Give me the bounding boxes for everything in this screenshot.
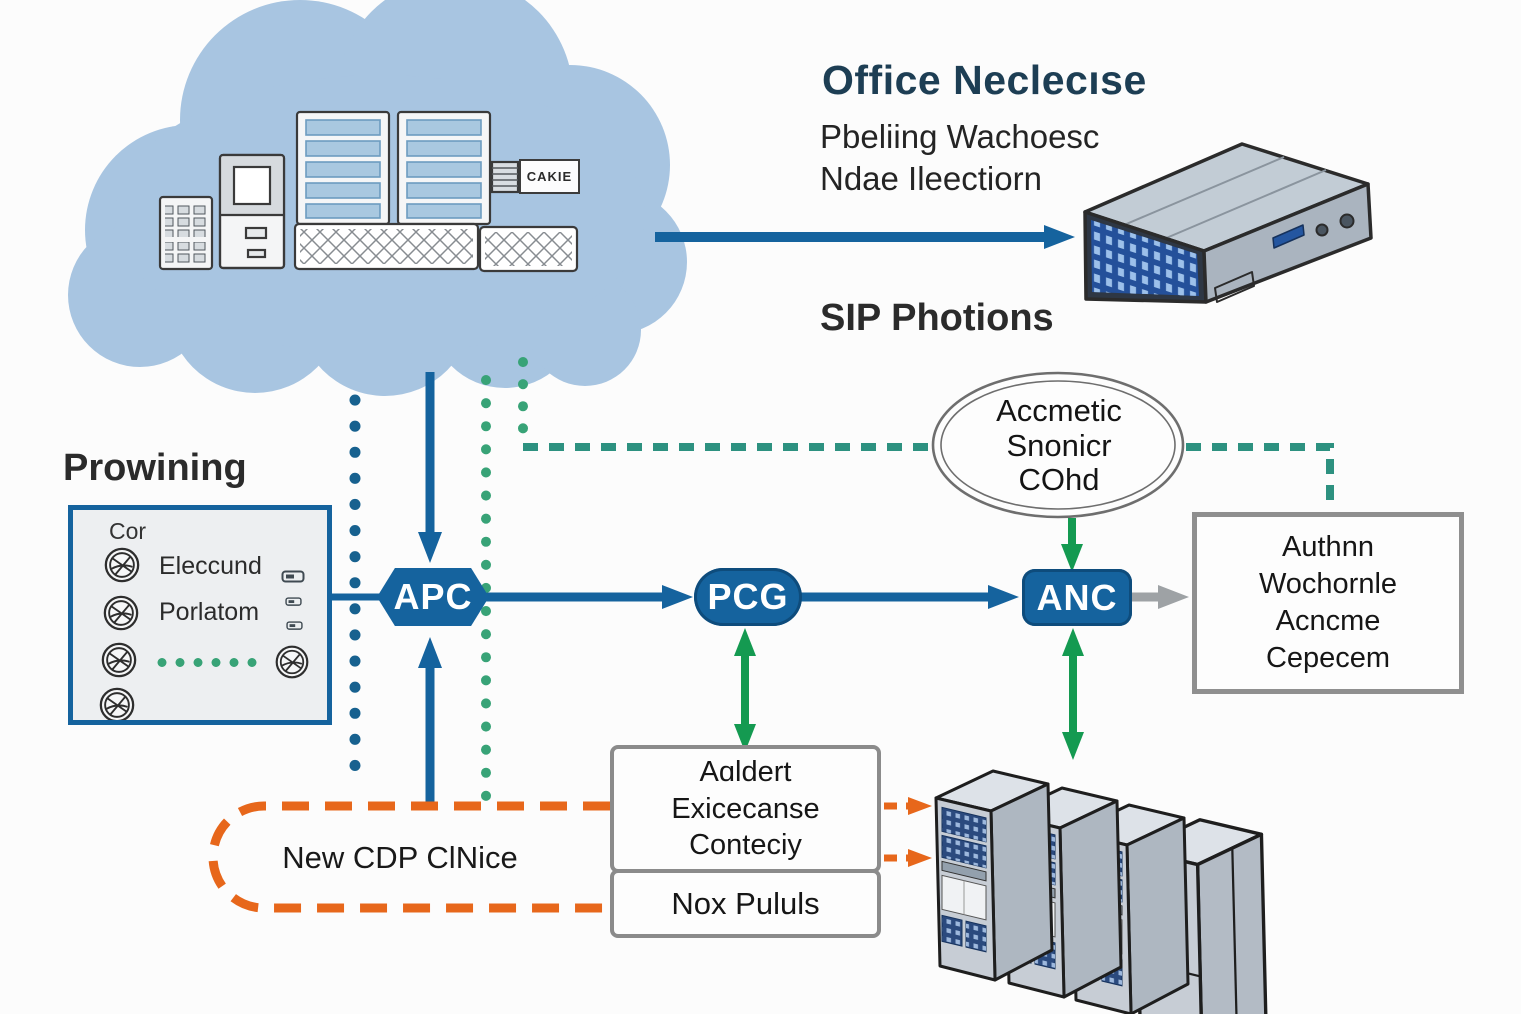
globe-icon bbox=[275, 645, 309, 679]
chip-icon bbox=[285, 597, 302, 606]
ellipse-label: Accmetic Snonicr COhd bbox=[935, 376, 1183, 516]
cloud-devices bbox=[158, 110, 579, 273]
server-towers-illustration bbox=[934, 769, 1268, 1014]
provisioning-title: Prowining bbox=[63, 447, 247, 489]
auth-box-line3: Acncme bbox=[1275, 605, 1381, 637]
network-switch-illustration bbox=[1083, 142, 1373, 304]
connector-lines bbox=[208, 225, 1334, 913]
auth-box-line1: Authnn bbox=[1282, 530, 1374, 563]
auth-box: Authnn Wochornle Acncme Cepecem bbox=[1192, 512, 1464, 694]
globe-icon bbox=[104, 547, 140, 583]
globe-icon bbox=[103, 595, 139, 631]
ellipse-label-line1: Accmetic bbox=[996, 392, 1122, 428]
provisioning-box: Cor Eleccund Porlatom bbox=[68, 505, 332, 725]
ellipse-shape bbox=[931, 371, 1185, 519]
provisioning-item-2: Porlatom bbox=[159, 598, 260, 626]
nox-box: Nox Pululs bbox=[610, 869, 881, 938]
battery-icon bbox=[281, 570, 305, 583]
ellipse-label-line3: COhd bbox=[1018, 462, 1100, 498]
node-pcg: PCG bbox=[694, 568, 802, 626]
provisioning-item-1: Eleccund bbox=[159, 552, 262, 580]
cloud-device-label: CAKIE bbox=[519, 159, 580, 194]
ellipse-label-line2: Snonicr bbox=[1006, 427, 1112, 463]
globe-icon bbox=[101, 642, 137, 678]
office-subtitle-line1: Pbeliing Wachoesc bbox=[820, 118, 1100, 155]
provisioning-box-header: Cor bbox=[109, 518, 147, 544]
auth-box-line2: Wochornle bbox=[1258, 567, 1398, 600]
office-subtitle-line2: Ndae Ileectiorn bbox=[820, 160, 1042, 197]
chip-icon bbox=[286, 621, 303, 630]
node-apc: APC bbox=[377, 568, 489, 626]
node-anc: ANC bbox=[1022, 569, 1132, 626]
dotted-connector bbox=[153, 658, 263, 667]
sip-phones-title: SIP Photions bbox=[820, 297, 1054, 339]
alert-box-line1: Aɑldert bbox=[699, 755, 792, 788]
alert-box: Aɑldert Exicecanse Conteciy bbox=[610, 745, 881, 873]
globe-icon bbox=[99, 687, 135, 720]
alert-box-line2: Exicecanse bbox=[671, 792, 820, 825]
alert-box-line3: Conteciy bbox=[689, 829, 802, 862]
auth-box-line4: Cepecem bbox=[1265, 642, 1391, 675]
office-title: Office Neclecıse bbox=[822, 57, 1147, 103]
cdp-clnice-label: New CDP ClNice bbox=[282, 840, 518, 875]
